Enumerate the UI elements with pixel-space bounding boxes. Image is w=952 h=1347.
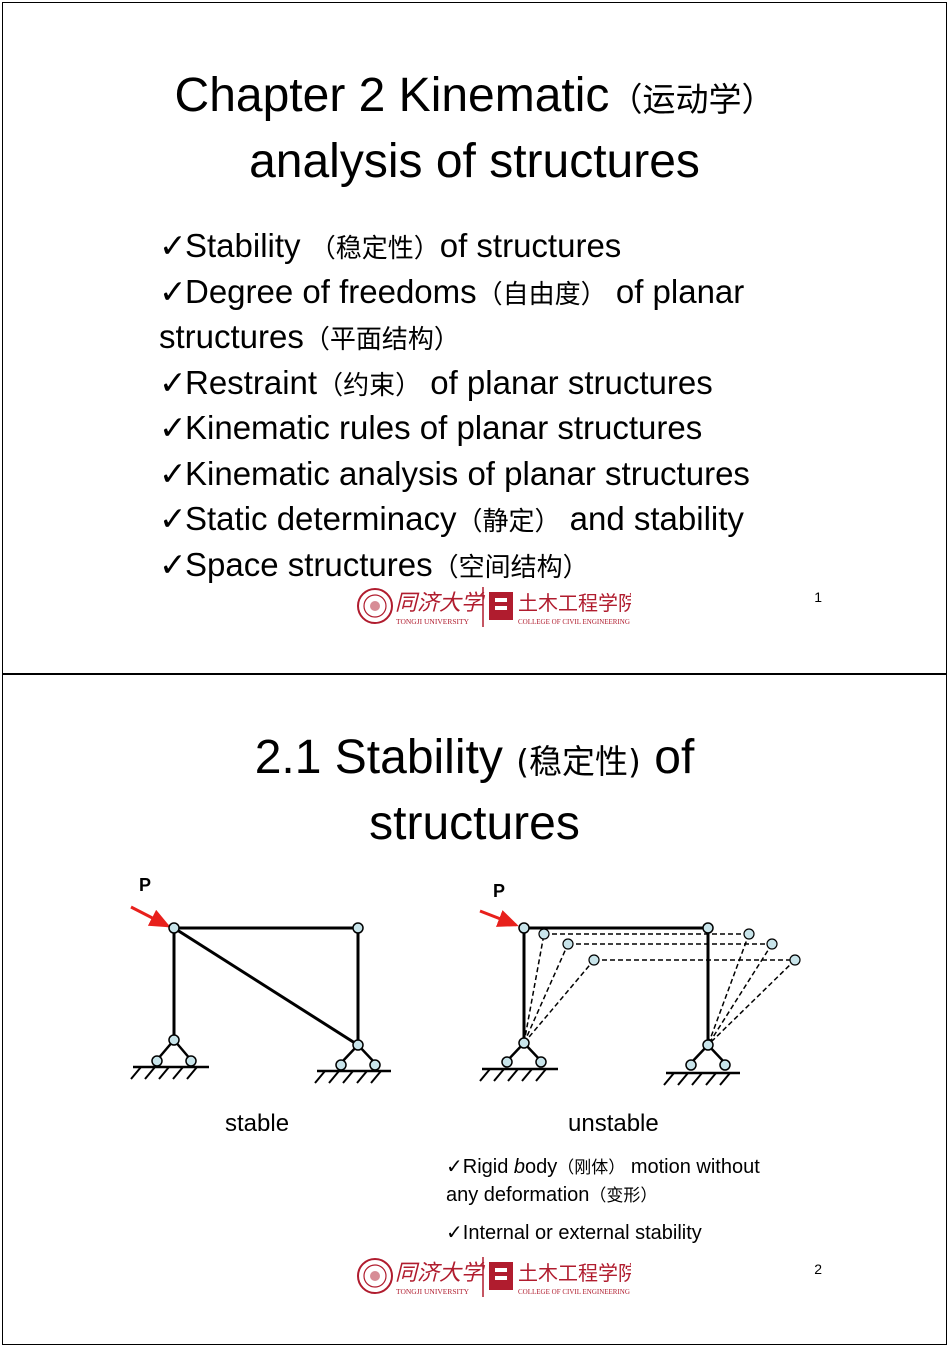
university-name-cn: 同济大学 bbox=[395, 1261, 486, 1286]
stable-frame-diagram bbox=[130, 905, 391, 1084]
college-name-en: COLLEGE OF CIVIL ENGINEERING bbox=[518, 1288, 630, 1296]
displaced-frame-lines bbox=[523, 933, 796, 1046]
slide-2-title: 2.1 Stability (稳定性) of structures bbox=[3, 727, 946, 855]
note-rigid-body: ✓Rigid body（刚体） motion without any defor… bbox=[446, 1156, 760, 1206]
page-number: 1 bbox=[814, 589, 822, 605]
load-arrow-icon bbox=[479, 909, 519, 927]
university-name-cn: 同济大学 bbox=[395, 591, 486, 616]
checkmark-icon: ✓ bbox=[446, 1156, 463, 1178]
tongji-logo: 同济大学 TONGJI UNIVERSITY 土木工程学院 COLLEGE OF… bbox=[357, 1257, 638, 1297]
bullet-item: ✓Restraint（约束） of planar structures bbox=[159, 362, 839, 408]
footer-logo: 同济大学 TONGJI UNIVERSITY 土木工程学院 COLLEGE OF… bbox=[355, 1253, 638, 1299]
checkmark-icon: ✓ bbox=[159, 545, 187, 583]
load-arrow-icon bbox=[130, 905, 171, 928]
checkmark-icon: ✓ bbox=[159, 363, 187, 401]
title-line-2: analysis of structures bbox=[249, 135, 700, 188]
caption-unstable: unstable bbox=[568, 1110, 659, 1137]
college-name-en: COLLEGE OF CIVIL ENGINEERING bbox=[518, 618, 630, 626]
unstable-frame-diagram bbox=[479, 909, 801, 1086]
bullet-item: ✓Degree of freedoms（自由度） of planar bbox=[159, 271, 839, 317]
footer-logo: 同济大学 TONGJI UNIVERSITY 土木工程学院 COLLEGE OF… bbox=[355, 583, 638, 629]
checkmark-icon: ✓ bbox=[159, 272, 187, 310]
load-label-right: P bbox=[493, 881, 506, 901]
college-name-cn: 土木工程学院 bbox=[518, 1261, 631, 1285]
bullet-continuation: structures（平面结构） bbox=[159, 318, 460, 355]
bullet-item: ✓Stability （稳定性）of structures bbox=[159, 225, 839, 271]
checkmark-icon: ✓ bbox=[159, 227, 187, 264]
note-stability: ✓Internal or external stability bbox=[446, 1222, 702, 1244]
slide-2: 2.1 Stability (稳定性) of structures P P bbox=[2, 674, 947, 1345]
bullet-item: ✓Space structures（空间结构） bbox=[159, 544, 839, 590]
hinge-icon bbox=[168, 1034, 180, 1046]
college-name-cn: 土木工程学院 bbox=[518, 591, 631, 615]
university-name-en: TONGJI UNIVERSITY bbox=[396, 1287, 470, 1296]
university-name-en: TONGJI UNIVERSITY bbox=[396, 617, 470, 626]
bullet-item: ✓Kinematic analysis of planar structures bbox=[159, 453, 839, 499]
caption-stable: stable bbox=[225, 1110, 290, 1137]
slide-1-title: Chapter 2 Kinematic（运动学） analysis of str… bbox=[3, 65, 946, 193]
bullet-item: ✓Kinematic rules of planar structures bbox=[159, 407, 839, 453]
title-line-1: Chapter 2 Kinematic（运动学） bbox=[174, 69, 775, 122]
hinge-icon bbox=[518, 1037, 530, 1049]
university-seal-icon bbox=[357, 1258, 393, 1294]
bullet-list: ✓Stability （稳定性）of structures ✓Degree of… bbox=[159, 225, 839, 589]
load-label-left: P bbox=[139, 875, 152, 895]
tongji-logo: 同济大学 TONGJI UNIVERSITY 土木工程学院 COLLEGE OF… bbox=[357, 587, 638, 627]
title-line-2: structures bbox=[369, 797, 580, 850]
bullet-item: ✓Static determinacy（静定） and stability bbox=[159, 498, 839, 544]
checkmark-icon: ✓ bbox=[159, 409, 187, 446]
slide-1: Chapter 2 Kinematic（运动学） analysis of str… bbox=[2, 2, 947, 674]
page-number: 2 bbox=[814, 1261, 822, 1277]
university-seal-icon bbox=[357, 588, 393, 624]
checkmark-icon: ✓ bbox=[446, 1222, 463, 1244]
checkmark-icon: ✓ bbox=[159, 500, 187, 537]
checkmark-icon: ✓ bbox=[159, 454, 187, 492]
title-line-1: 2.1 Stability (稳定性) of bbox=[254, 731, 695, 784]
